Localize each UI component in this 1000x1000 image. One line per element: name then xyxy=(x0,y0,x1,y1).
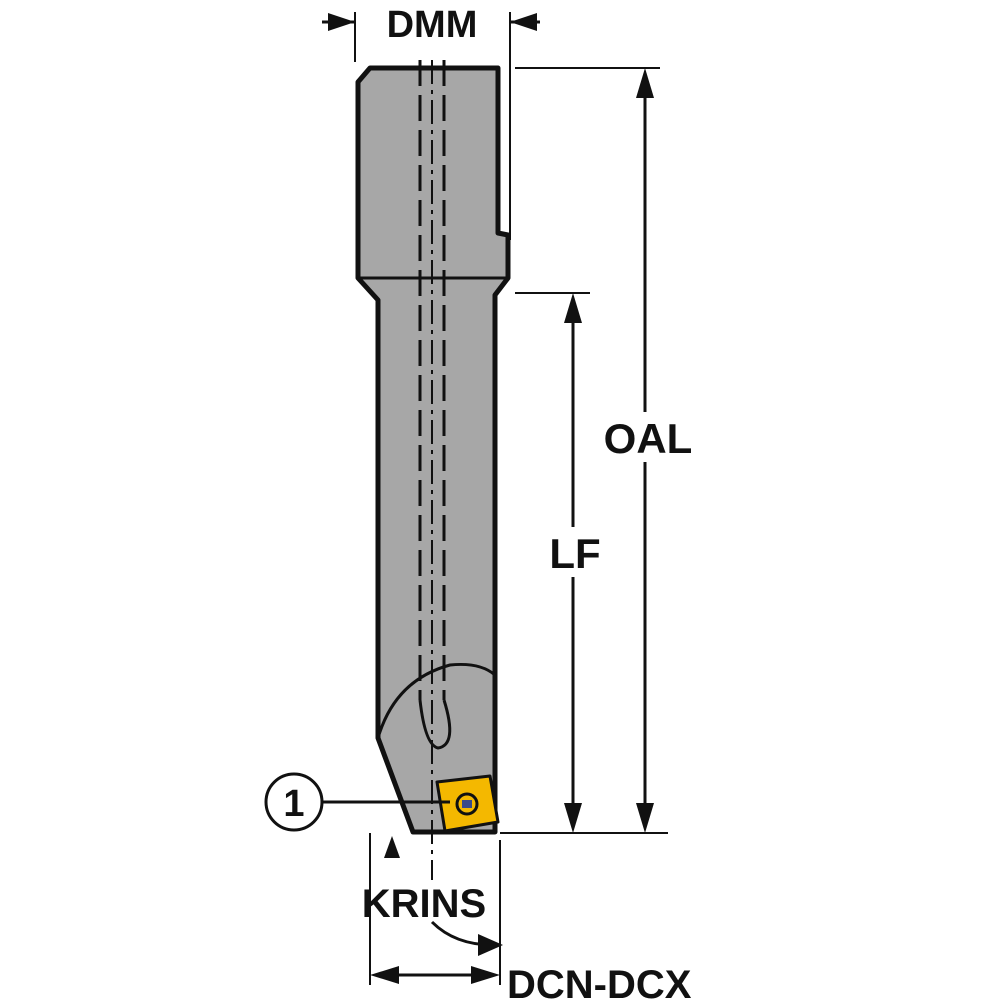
dmm-label: DMM xyxy=(387,4,478,46)
krins-label: KRINS xyxy=(362,882,486,926)
lf-label: LF xyxy=(549,530,600,577)
dcn-dcx-label: DCN-DCX xyxy=(507,963,692,1000)
lf-dimension xyxy=(542,293,606,833)
callout-1 xyxy=(264,772,450,832)
oal-dimension xyxy=(596,68,700,833)
oal-label: OAL xyxy=(604,415,693,462)
dcn-dcx-dimension xyxy=(370,966,500,984)
coolant-bore-end xyxy=(418,699,452,750)
dmm-dimension xyxy=(322,13,540,31)
cutting-insert xyxy=(435,774,500,833)
tip-contour xyxy=(376,663,496,739)
callout-1-label: 1 xyxy=(283,783,304,825)
krins-dimension xyxy=(384,836,503,956)
